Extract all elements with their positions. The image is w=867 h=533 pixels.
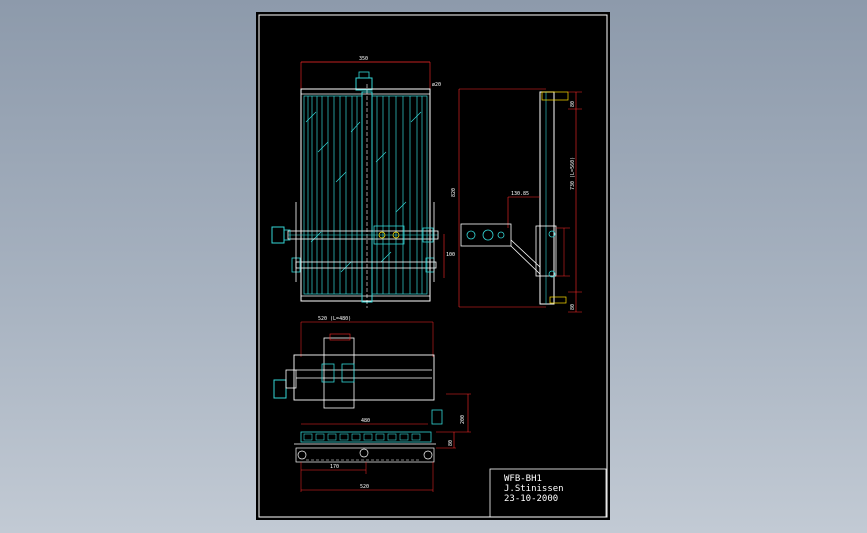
glass-rack bbox=[300, 431, 432, 443]
dim-bottom-inner: 480 bbox=[361, 418, 370, 424]
dim-top-width: 350 bbox=[359, 56, 368, 62]
sheet-border bbox=[258, 14, 608, 518]
carriage bbox=[373, 225, 405, 245]
dim-side-height: 820 bbox=[451, 188, 457, 197]
side-view: 820 130.85 80 730 (L=560) 80 bbox=[451, 88, 582, 313]
front-view: 350 ø20 bbox=[271, 56, 455, 308]
side-carriage bbox=[460, 223, 512, 247]
top-motor bbox=[355, 77, 373, 91]
front-frame bbox=[300, 88, 431, 302]
cad-drawing: 350 ø20 bbox=[258, 14, 608, 518]
dim-side-offset: 130.85 bbox=[511, 191, 529, 197]
dim-bottom-small: 170 bbox=[330, 464, 339, 470]
plan-motor bbox=[273, 379, 287, 399]
dim-bottom-right-lower: 80 bbox=[448, 440, 454, 446]
drawing-id: WFB-BH1 bbox=[504, 474, 542, 484]
dim-bottom-right-upper: 200 bbox=[460, 415, 466, 424]
side-column bbox=[539, 91, 555, 305]
plan-view: 520 (L=480) 480 bbox=[273, 316, 471, 492]
title-block: WFB-BH1 J.Stinissen 23-10-2000 bbox=[489, 468, 607, 518]
dim-side-bottom: 80 bbox=[570, 304, 576, 310]
drawing-date: 23-10-2000 bbox=[504, 494, 558, 504]
left-motor bbox=[271, 226, 285, 244]
author-name: J.Stinissen bbox=[504, 484, 564, 494]
plan-frame bbox=[293, 354, 435, 401]
dim-bottom-top-width: 520 (L=480) bbox=[318, 316, 351, 322]
dim-top-diameter: ø20 bbox=[432, 82, 441, 88]
drawing-sheet: 350 ø20 bbox=[256, 12, 610, 520]
glass-panels bbox=[303, 95, 428, 295]
dim-bottom-overall: 520 bbox=[360, 484, 369, 490]
dim-side-top: 80 bbox=[570, 101, 576, 107]
dim-side-middle: 730 (L=560) bbox=[570, 157, 576, 190]
dim-lower-left: 100 bbox=[446, 252, 455, 258]
